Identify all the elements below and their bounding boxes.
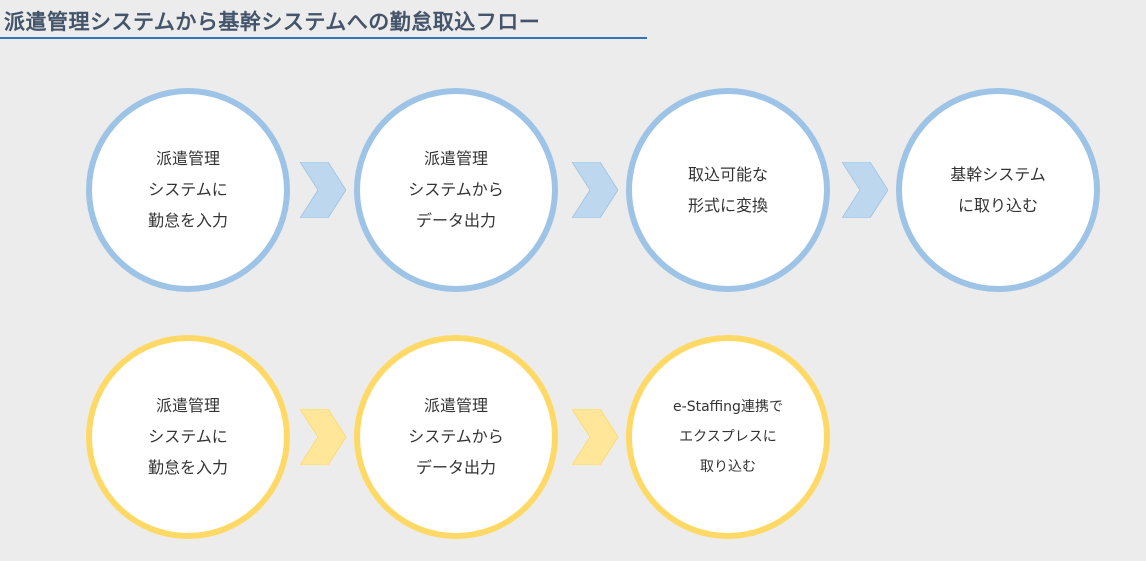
step-label-line: 勤怠を入力 — [147, 458, 228, 477]
title-underline — [0, 37, 647, 39]
step-label-line: に取り込む — [957, 195, 1038, 215]
step-label-line: システムから — [408, 427, 504, 446]
step-label-line: 取込可能な — [687, 164, 768, 184]
step-label: e-Staffing連携でエクスプレスに取り込む — [673, 395, 783, 479]
step-label-line: エクスプレスに — [679, 429, 777, 445]
flow-step-1-4: 基幹システムに取り込む — [896, 88, 1100, 292]
step-label-line: データ出力 — [415, 211, 496, 230]
flow-step-2-3: e-Staffing連携でエクスプレスに取り込む — [626, 335, 830, 539]
step-label-line: 取り込む — [699, 459, 756, 475]
chevron-right-icon — [572, 162, 618, 218]
step-label-line: e-Staffing連携で — [673, 399, 783, 415]
chevron-right-icon — [842, 162, 888, 218]
step-label-line: データ出力 — [415, 458, 496, 477]
chevron-right-icon — [300, 409, 346, 465]
step-label-line: 基幹システム — [950, 164, 1046, 184]
chevron-right-icon — [572, 409, 618, 465]
step-label-line: システムから — [408, 180, 504, 199]
step-label: 派遣管理システムからデータ出力 — [408, 147, 504, 233]
step-label-line: システムに — [148, 427, 228, 446]
page-title: 派遣管理システムから基幹システムへの勤怠取込フロー — [4, 10, 541, 34]
step-label: 基幹システムに取り込む — [950, 163, 1046, 218]
chevron-right-icon — [300, 162, 346, 218]
flow-step-2-2: 派遣管理システムからデータ出力 — [354, 335, 558, 539]
step-label-line: システムに — [148, 180, 228, 199]
step-label-line: 派遣管理 — [155, 149, 220, 168]
flow-step-1-2: 派遣管理システムからデータ出力 — [354, 88, 558, 292]
step-label-line: 派遣管理 — [423, 396, 488, 415]
step-label: 取込可能な形式に変換 — [688, 163, 768, 218]
step-label-line: 形式に変換 — [687, 195, 768, 215]
step-label: 派遣管理システムからデータ出力 — [408, 394, 504, 480]
step-label-line: 派遣管理 — [423, 149, 488, 168]
step-label-line: 派遣管理 — [155, 396, 220, 415]
step-label: 派遣管理システムに勤怠を入力 — [148, 147, 228, 233]
flow-step-1-3: 取込可能な形式に変換 — [626, 88, 830, 292]
step-label: 派遣管理システムに勤怠を入力 — [148, 394, 228, 480]
step-label-line: 勤怠を入力 — [147, 211, 228, 230]
flow-step-1-1: 派遣管理システムに勤怠を入力 — [86, 88, 290, 292]
flow-step-2-1: 派遣管理システムに勤怠を入力 — [86, 335, 290, 539]
